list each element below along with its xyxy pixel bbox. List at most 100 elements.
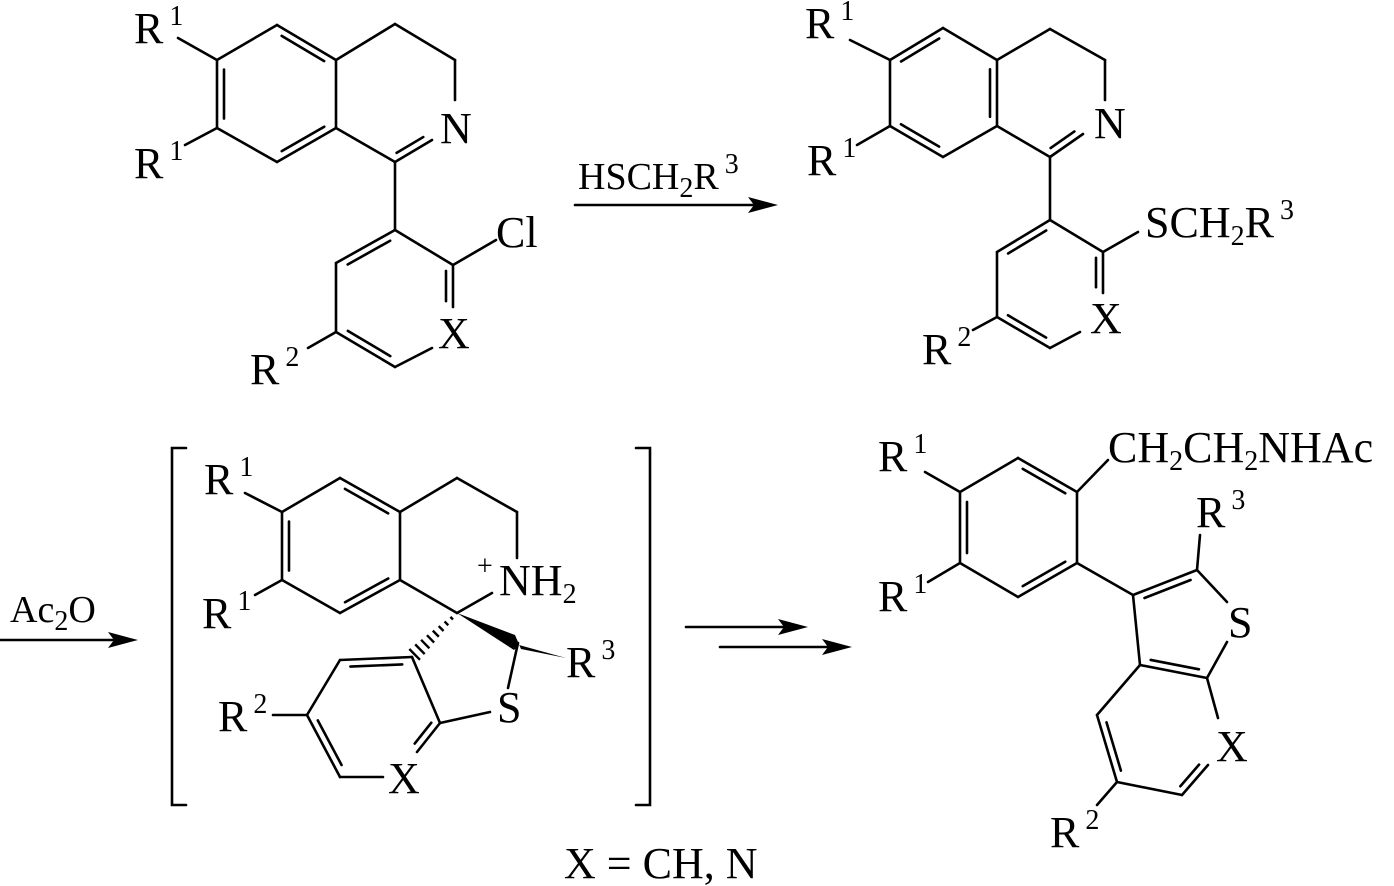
label-side-chain: CH2CH2NHAc <box>1108 423 1373 477</box>
single-bond <box>506 641 520 690</box>
reaction-arrow-step2 <box>0 632 138 648</box>
label-x: X <box>438 309 470 358</box>
double-bond-inner <box>343 577 390 604</box>
single-bond <box>1195 568 1229 604</box>
double-bond <box>1180 763 1210 797</box>
double-bond <box>338 476 402 514</box>
left-bracket <box>170 446 188 807</box>
label-n: N <box>1094 99 1126 148</box>
double-bond-inner <box>1143 578 1192 600</box>
double-bond <box>305 713 342 779</box>
single-bond <box>183 126 219 147</box>
single-bond <box>280 476 342 514</box>
single-bond <box>1048 330 1082 350</box>
single-bond <box>1131 593 1142 667</box>
single-bond <box>334 126 397 164</box>
single-bond <box>848 38 892 62</box>
label-x: X <box>388 754 420 803</box>
single-bond <box>958 456 1020 494</box>
single-bond <box>1048 27 1107 62</box>
single-bond <box>398 476 459 514</box>
label-positive-charge: + <box>477 551 493 582</box>
single-bond <box>995 27 1052 62</box>
double-bond-inner <box>343 487 390 515</box>
single-bond <box>923 470 962 494</box>
double-bond <box>1131 568 1199 597</box>
single-bond <box>1101 230 1140 254</box>
multistep-arrows <box>684 619 852 655</box>
double-bond <box>338 578 402 615</box>
double-bond-inner <box>346 239 392 266</box>
single-bond <box>958 561 1020 599</box>
single-bond <box>306 330 338 350</box>
label-cl: Cl <box>496 208 538 257</box>
double-bond-inner <box>346 329 392 358</box>
double-bond <box>334 330 397 369</box>
single-bond <box>393 22 457 62</box>
single-bond <box>451 238 498 267</box>
double-bond <box>995 218 1052 254</box>
double-bond <box>888 124 945 159</box>
label-x: X <box>1216 722 1248 771</box>
single-bond <box>855 124 892 147</box>
single-bond <box>1095 780 1119 807</box>
hash-segment <box>449 616 454 621</box>
double-bond-inner <box>1149 658 1201 671</box>
single-bond <box>941 124 999 159</box>
double-bond <box>338 655 414 662</box>
label-n: N <box>440 104 472 153</box>
double-bond-inner <box>280 34 326 63</box>
hash-segment <box>420 638 431 650</box>
reaction-arrow-step1 <box>573 197 778 213</box>
footnote-x-definition: X = CH, N <box>564 839 758 886</box>
double-bond <box>275 126 338 164</box>
bold-wedge-bond <box>457 613 566 658</box>
double-bond-inner <box>1006 313 1048 339</box>
double-bond <box>415 721 442 754</box>
double-bond <box>888 26 945 62</box>
hash-segment <box>426 634 435 644</box>
single-bond <box>1115 780 1184 797</box>
single-bond <box>393 228 455 267</box>
double-bond-inner <box>316 719 343 767</box>
single-bond <box>438 710 492 725</box>
double-bond-inner <box>1105 721 1123 772</box>
double-bond-inner <box>395 135 425 155</box>
label-x: X <box>1090 294 1122 343</box>
single-bond <box>243 491 284 514</box>
double-bond <box>1048 132 1085 159</box>
single-bond <box>253 578 284 597</box>
single-bond <box>1048 218 1105 254</box>
single-bond <box>995 124 1052 159</box>
double-bond-inner <box>1006 229 1048 255</box>
double-bond-inner <box>349 663 404 668</box>
double-bond-inner <box>413 721 433 745</box>
single-bond <box>455 591 494 615</box>
single-bond <box>926 561 962 584</box>
single-bond <box>334 22 397 62</box>
single-bond <box>1095 663 1142 717</box>
single-bond <box>215 23 279 62</box>
double-bond-inner <box>899 122 941 148</box>
single-bond <box>1205 676 1220 720</box>
double-bond-inner <box>1049 130 1076 150</box>
double-bond-inner <box>1021 560 1067 588</box>
double-bond <box>1016 456 1079 494</box>
single-bond <box>280 578 342 615</box>
single-bond <box>176 36 219 62</box>
single-bond <box>398 578 459 615</box>
hashed-wedge-bond <box>408 616 454 661</box>
double-bond <box>1095 713 1119 784</box>
